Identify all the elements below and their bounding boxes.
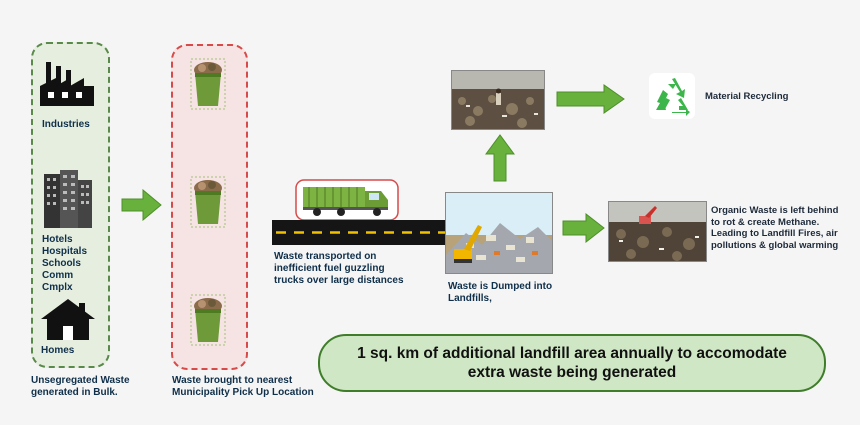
garbage-bin-icon bbox=[190, 294, 226, 346]
commercial-labels: Hotels Hospitals Schools Comm Cmplx bbox=[42, 234, 87, 294]
commercial-label-comm: Comm bbox=[42, 270, 74, 281]
arrow-right-icon bbox=[121, 189, 162, 221]
recycling-icon bbox=[649, 73, 695, 119]
homes-label: Homes bbox=[41, 345, 75, 356]
garbage-truck-icon bbox=[295, 179, 399, 221]
landfill-impact-banner: 1 sq. km of additional landfill area ann… bbox=[318, 334, 826, 392]
industries-label: Industries bbox=[42, 119, 90, 130]
transport-caption: Waste transported on inefficient fuel gu… bbox=[274, 251, 404, 286]
commercial-label-hotels: Hotels bbox=[42, 234, 73, 245]
landfill-caption: Waste is Dumped into Landfills, bbox=[448, 281, 553, 304]
road-icon bbox=[272, 220, 447, 245]
organic-waste-caption: Organic Waste is left behind to rot & cr… bbox=[711, 205, 839, 251]
commercial-label-schools: Schools bbox=[42, 258, 81, 269]
buildings-icon bbox=[44, 170, 92, 228]
arrow-right-icon bbox=[562, 213, 605, 243]
house-icon bbox=[41, 299, 95, 340]
source-caption: Unsegregated Waste generated in Bulk. bbox=[31, 375, 130, 398]
arrow-right-icon bbox=[556, 84, 625, 114]
garbage-bin-icon bbox=[190, 58, 226, 110]
commercial-label-cmplx: Cmplx bbox=[42, 282, 73, 293]
commercial-label-hospitals: Hospitals bbox=[42, 246, 88, 257]
landfill-dumping-image bbox=[445, 192, 553, 274]
landfill-waste-picker-image bbox=[451, 70, 545, 130]
arrow-up-icon bbox=[485, 134, 515, 182]
garbage-bin-icon bbox=[190, 176, 226, 228]
landfill-fire-image bbox=[608, 201, 707, 262]
collection-caption: Waste brought to nearest Municipality Pi… bbox=[172, 375, 314, 398]
factory-icon bbox=[40, 62, 94, 106]
material-recycling-label: Material Recycling bbox=[705, 91, 789, 102]
